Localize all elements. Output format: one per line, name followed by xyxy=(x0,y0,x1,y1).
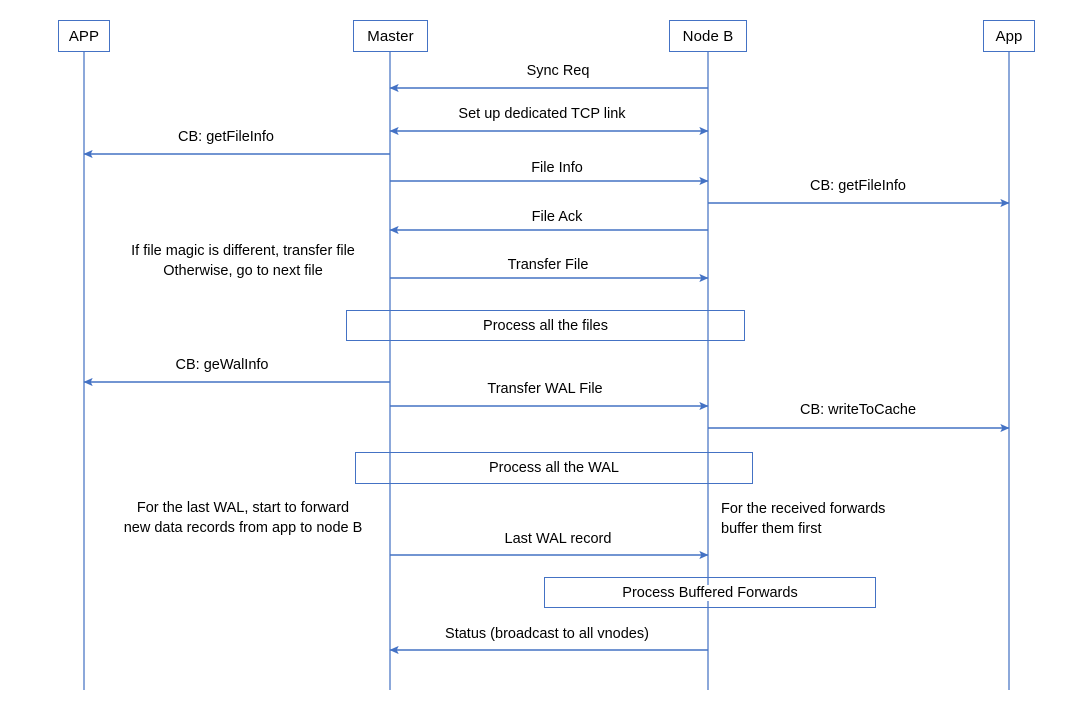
message-label-m7: Transfer File xyxy=(507,257,589,273)
message-label-m11: Last WAL record xyxy=(504,531,612,547)
lifelines-group xyxy=(83,52,1010,690)
note-n1: If file magic is different, transfer fil… xyxy=(131,243,355,279)
actor-header-master[interactable]: Master xyxy=(353,20,428,52)
message-label-m1: Sync Req xyxy=(526,63,590,79)
actor-label: Node B xyxy=(682,27,734,45)
actor-header-app_right[interactable]: App xyxy=(983,20,1035,52)
message-label-m10: CB: writeToCache xyxy=(799,402,917,418)
message-arrows-group xyxy=(83,83,1010,655)
actor-header-app_left[interactable]: APP xyxy=(58,20,110,52)
note-n3: For the received forwards buffer them fi… xyxy=(721,501,886,537)
actor-label: APP xyxy=(68,27,100,45)
message-label-m12: Status (broadcast to all vnodes) xyxy=(445,626,649,642)
message-label-m2: Set up dedicated TCP link xyxy=(458,106,626,122)
message-label-m4: File Info xyxy=(531,160,583,176)
actor-label: Master xyxy=(367,27,414,45)
message-label-m6: File Ack xyxy=(531,209,583,225)
message-label-m5: CB: getFileInfo xyxy=(810,178,906,194)
message-label-m9: Transfer WAL File xyxy=(487,381,603,397)
note-n2: For the last WAL, start to forward new d… xyxy=(123,500,363,536)
message-label-m3: CB: getFileInfo xyxy=(178,129,274,145)
actor-label: App xyxy=(995,27,1023,45)
message-label-m8: CB: geWalInfo xyxy=(175,357,269,373)
actor-header-node_b[interactable]: Node B xyxy=(669,20,747,52)
